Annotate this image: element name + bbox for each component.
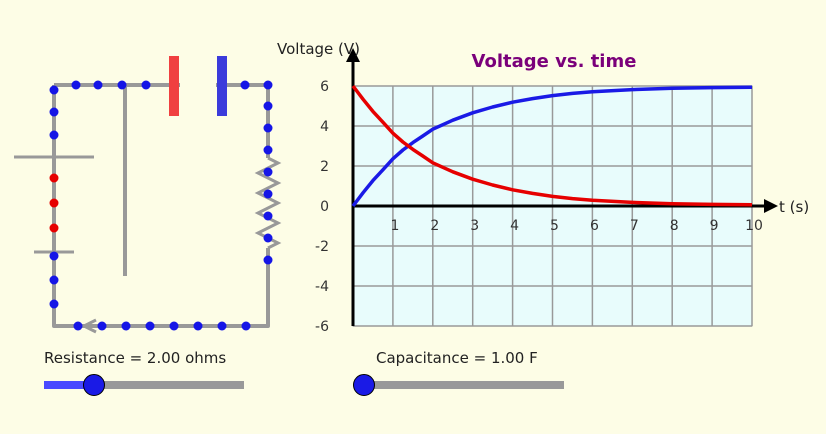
charge-dot [193,321,203,331]
charge-dot [49,223,59,233]
charge-dot [49,85,59,95]
resistance-slider-fill [44,381,94,389]
charge-dot [93,80,103,90]
y-tick-label: 0 [320,199,329,215]
x-axis-arrow [764,199,778,213]
chart-tick-labels: 1 2 3 4 5 6 7 8 9 10 6 4 2 0 -2 -4 -6 [315,79,763,335]
capacitor-plate-positive [169,56,179,116]
y-tick-label: 6 [320,79,329,95]
chart-axes [346,48,778,326]
y-tick-label: 2 [320,159,329,175]
chart-series [351,84,753,208]
charge-dots [49,80,273,331]
x-axis-label: t (s) [779,198,809,216]
x-tick-label: 3 [470,218,479,234]
charge-dot [49,299,59,309]
capacitor-gap [180,80,216,92]
y-axis-arrow [346,48,360,62]
y-tick-label: -6 [315,319,329,335]
y-tick-label: -4 [315,279,329,295]
charge-dot [73,321,83,331]
charge-dot [121,321,131,331]
capacitance-label: Capacitance = 1.00 F [376,349,538,367]
current-direction-arrow [80,318,97,334]
y-tick-label: 4 [320,119,329,135]
charge-dot [141,80,151,90]
chart-title: Voltage vs. time [472,51,637,72]
capacitor-voltage-line [351,85,753,208]
charge-dot [49,130,59,140]
x-tick-label: 1 [390,218,399,234]
resistance-label: Resistance = 2.00 ohms [44,349,227,367]
charge-dot [71,80,81,90]
capacitance-slider[interactable] [353,374,564,396]
charge-dot [263,167,273,177]
charge-dot [49,251,59,261]
x-tick-label: 4 [510,218,519,234]
charge-dot [263,189,273,199]
charge-dot [263,233,273,243]
charge-dot [49,198,59,208]
x-tick-label: 5 [550,218,559,234]
charge-dot [263,101,273,111]
x-tick-label: 6 [590,218,599,234]
x-tick-label: 9 [710,218,719,234]
charge-dot [145,321,155,331]
capacitance-slider-track[interactable] [364,381,564,389]
charge-dot [49,107,59,117]
charge-dot [217,321,227,331]
resistance-slider-track[interactable] [44,381,244,389]
charge-dot [263,80,273,90]
charge-dot [240,80,250,90]
x-tick-label: 8 [670,218,679,234]
y-tick-label: -2 [315,239,329,255]
resistance-slider[interactable] [44,374,244,396]
x-tick-label: 2 [430,218,439,234]
charge-dot [241,321,251,331]
charge-dot [49,173,59,183]
charge-dot [263,211,273,221]
resistor-voltage-line [351,84,753,207]
charge-dot [263,255,273,265]
charge-dot [169,321,179,331]
charge-dot [263,145,273,155]
charge-dot [97,321,107,331]
capacitance-slider-thumb[interactable] [353,374,375,396]
x-tick-label: 7 [630,218,639,234]
charge-dot [49,275,59,285]
y-axis-label: Voltage (V) [277,40,360,58]
x-tick-label: 10 [745,218,763,234]
charge-dot [263,123,273,133]
capacitor-plate-negative [217,56,227,116]
charge-dot [117,80,127,90]
resistance-slider-thumb[interactable] [83,374,105,396]
